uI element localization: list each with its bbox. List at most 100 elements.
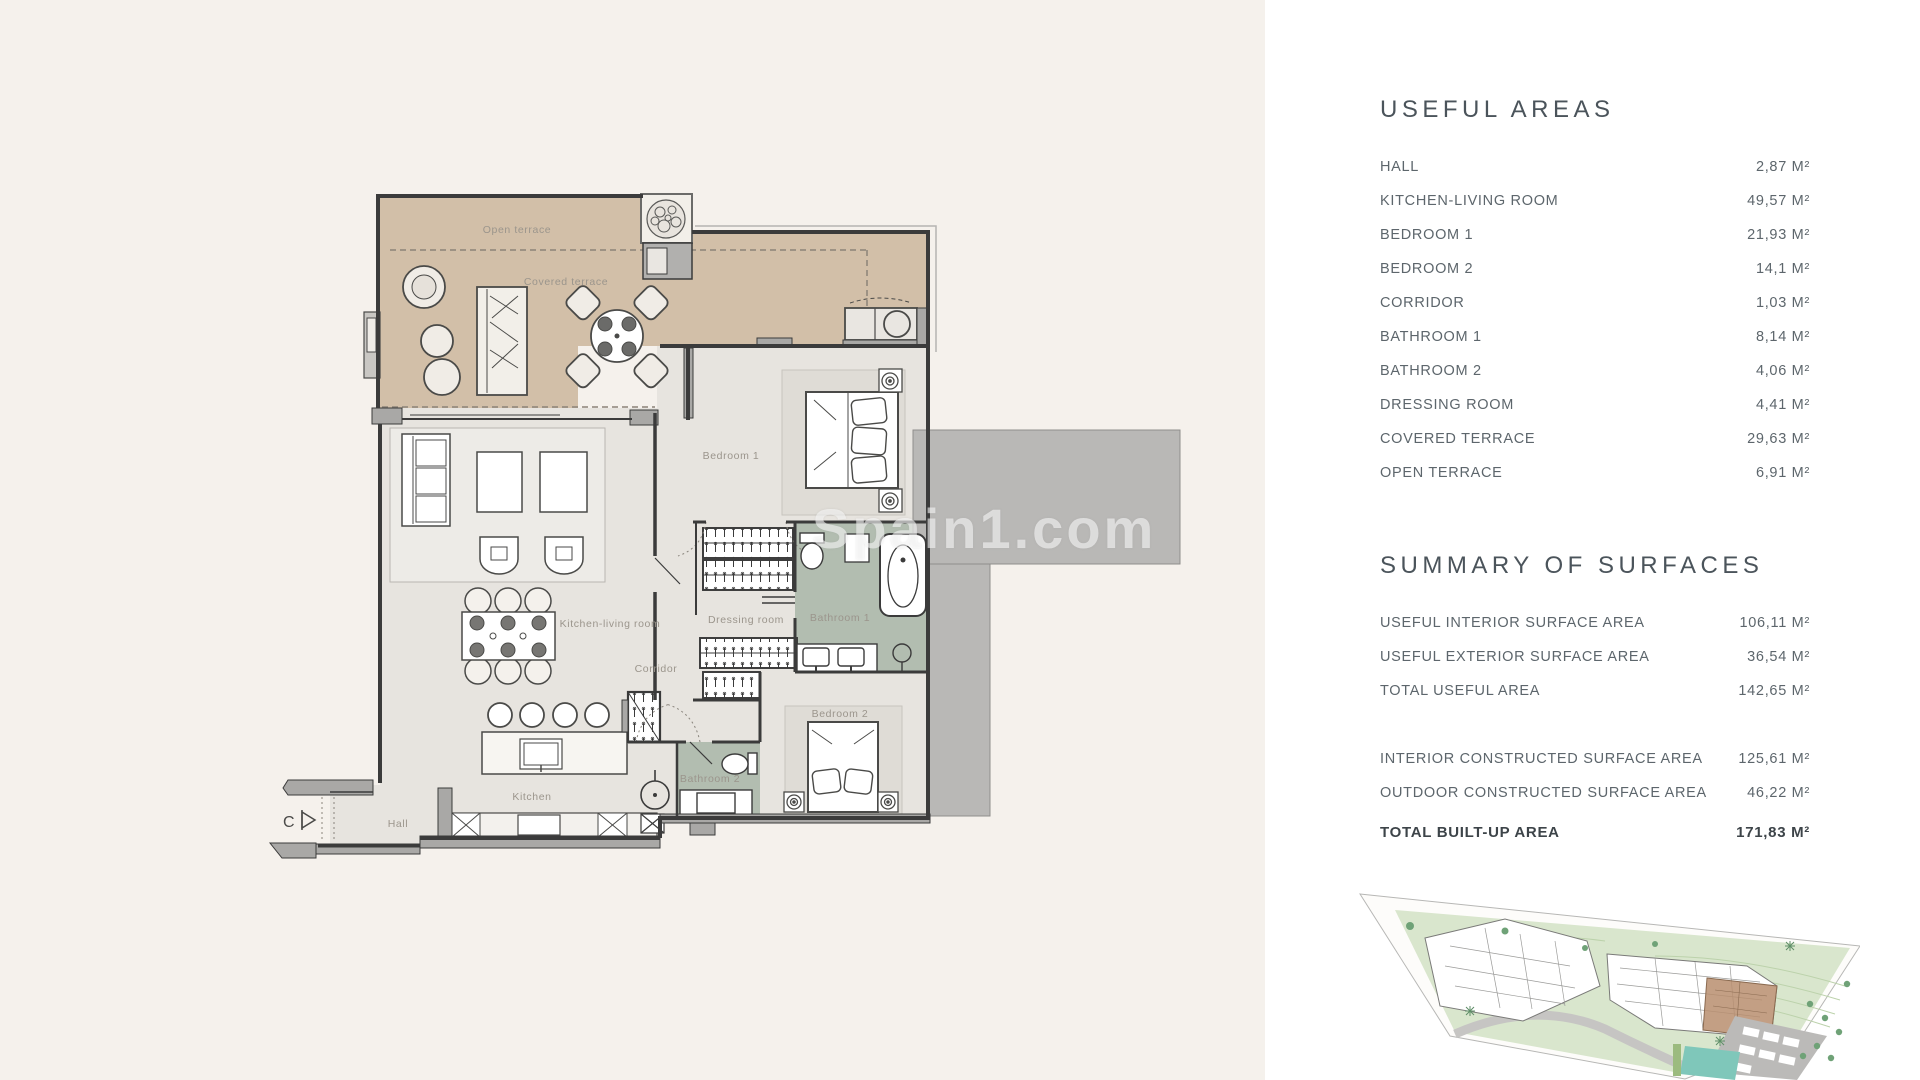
site-trees <box>1406 922 1851 1062</box>
summary-label: TOTAL USEFUL AREA <box>1380 683 1541 699</box>
area-label: BATHROOM 1 <box>1380 329 1482 345</box>
palm-trees <box>1465 941 1795 1046</box>
summary-row: USEFUL INTERIOR SURFACE AREA 106,11 M² <box>1380 606 1810 640</box>
area-label: COVERED TERRACE <box>1380 431 1536 447</box>
bedroom2-furniture <box>783 721 899 813</box>
area-label: BEDROOM 1 <box>1380 227 1474 243</box>
wardrobe-block <box>699 637 798 669</box>
living-sofa <box>401 433 451 527</box>
bathroom1-fixtures <box>762 532 927 673</box>
summary-label: OUTDOOR CONSTRUCTED SURFACE AREA <box>1380 785 1707 801</box>
area-label: KITCHEN-LIVING ROOM <box>1380 193 1559 209</box>
floor-plan: C Open terrace Covered terrace Kitchen-l… <box>268 193 1181 859</box>
bathroom1-door <box>762 596 795 604</box>
label-corridor: Corridor <box>635 663 678 675</box>
area-label: CORRIDOR <box>1380 295 1465 311</box>
double-vanity <box>796 643 878 673</box>
section-marker: C <box>283 810 317 831</box>
nightstand-lamp <box>877 791 899 813</box>
area-row: DRESSING ROOM 4,41 M² <box>1380 388 1810 422</box>
bathtub <box>879 533 927 617</box>
coffee-table <box>476 451 523 513</box>
area-value: 21,93 M² <box>1747 227 1810 243</box>
terrace-furniture <box>363 265 918 396</box>
wardrobe-block <box>702 527 794 559</box>
summary-value: 142,65 M² <box>1738 683 1810 699</box>
area-value: 4,06 M² <box>1755 363 1810 379</box>
area-row: OPEN TERRACE 6,91 M² <box>1380 456 1810 490</box>
wardrobe-block <box>702 559 794 591</box>
nightstand-lamp <box>878 488 903 513</box>
kitchen-counter <box>451 812 658 841</box>
label-bedroom2: Bedroom 2 <box>812 708 869 720</box>
living-furniture <box>401 433 658 841</box>
living-armchair <box>479 536 519 575</box>
summary-value: 36,54 M² <box>1747 649 1810 665</box>
total-label: TOTAL BUILT-UP AREA <box>1380 823 1560 841</box>
summary-table: USEFUL INTERIOR SURFACE AREA 106,11 M² US… <box>1380 606 1810 849</box>
area-value: 4,41 M² <box>1755 397 1810 413</box>
terrace-dining-set <box>565 285 669 389</box>
site-pool <box>1680 1046 1740 1080</box>
dining-set <box>461 587 556 685</box>
bedroom1-furniture <box>805 368 903 513</box>
building-left <box>1424 918 1601 1022</box>
area-row: BATHROOM 1 8,14 M² <box>1380 320 1810 354</box>
summary-row: TOTAL USEFUL AREA 142,65 M² <box>1380 674 1810 708</box>
living-armchair <box>544 536 584 575</box>
useful-areas-title: USEFUL AREAS <box>1380 96 1615 123</box>
summary-value: 125,61 M² <box>1738 751 1810 767</box>
area-label: BEDROOM 2 <box>1380 261 1474 277</box>
nightstand-lamp <box>783 791 805 813</box>
label-open-terrace: Open terrace <box>483 224 551 236</box>
area-value: 2,87 M² <box>1755 159 1810 175</box>
summary-row: INTERIOR CONSTRUCTED SURFACE AREA 125,61 … <box>1380 742 1810 776</box>
label-bedroom1: Bedroom 1 <box>703 450 760 462</box>
walls <box>318 194 930 848</box>
room-labels: Open terrace Covered terrace Kitchen-liv… <box>388 224 870 830</box>
label-kitchen-living: Kitchen-living room <box>560 618 661 630</box>
area-row: KITCHEN-LIVING ROOM 49,57 M² <box>1380 184 1810 218</box>
summary-section: SUMMARY OF SURFACES USEFUL INTERIOR SURF… <box>1380 552 1810 849</box>
terrace-dashes <box>382 249 868 408</box>
area-value: 49,57 M² <box>1747 193 1810 209</box>
terrace-pouf <box>423 358 461 396</box>
planter-plant <box>640 193 693 280</box>
parking-stalls <box>1734 1026 1800 1074</box>
bathroom2-door <box>689 741 713 765</box>
summary-label: INTERIOR CONSTRUCTED SURFACE AREA <box>1380 751 1703 767</box>
area-value: 6,91 M² <box>1755 465 1810 481</box>
area-label: OPEN TERRACE <box>1380 465 1503 481</box>
summary-title: SUMMARY OF SURFACES <box>1380 552 1764 579</box>
label-kitchen: Kitchen <box>512 791 551 803</box>
area-value: 14,1 M² <box>1755 261 1810 277</box>
site-plan-thumbnail <box>1359 893 1860 1080</box>
terrace-sofa <box>476 286 528 396</box>
area-value: 8,14 M² <box>1755 329 1810 345</box>
label-bathroom1: Bathroom 1 <box>810 612 870 624</box>
area-row: BEDROOM 2 14,1 M² <box>1380 252 1810 286</box>
area-row: BEDROOM 1 21,93 M² <box>1380 218 1810 252</box>
wardrobe-block <box>702 671 761 699</box>
spacer <box>1380 708 1810 742</box>
label-covered-terrace: Covered terrace <box>524 276 608 288</box>
kitchen-island <box>481 702 628 775</box>
summary-value: 106,11 M² <box>1739 615 1810 631</box>
bath-shelf <box>844 533 870 563</box>
toilet <box>799 532 825 570</box>
toilet <box>721 752 758 775</box>
roof-edge-line <box>695 225 937 352</box>
area-label: DRESSING ROOM <box>1380 397 1514 413</box>
coffee-table <box>539 451 588 513</box>
summary-label: USEFUL INTERIOR SURFACE AREA <box>1380 615 1645 631</box>
bed2 <box>807 721 879 813</box>
shower <box>640 770 670 810</box>
